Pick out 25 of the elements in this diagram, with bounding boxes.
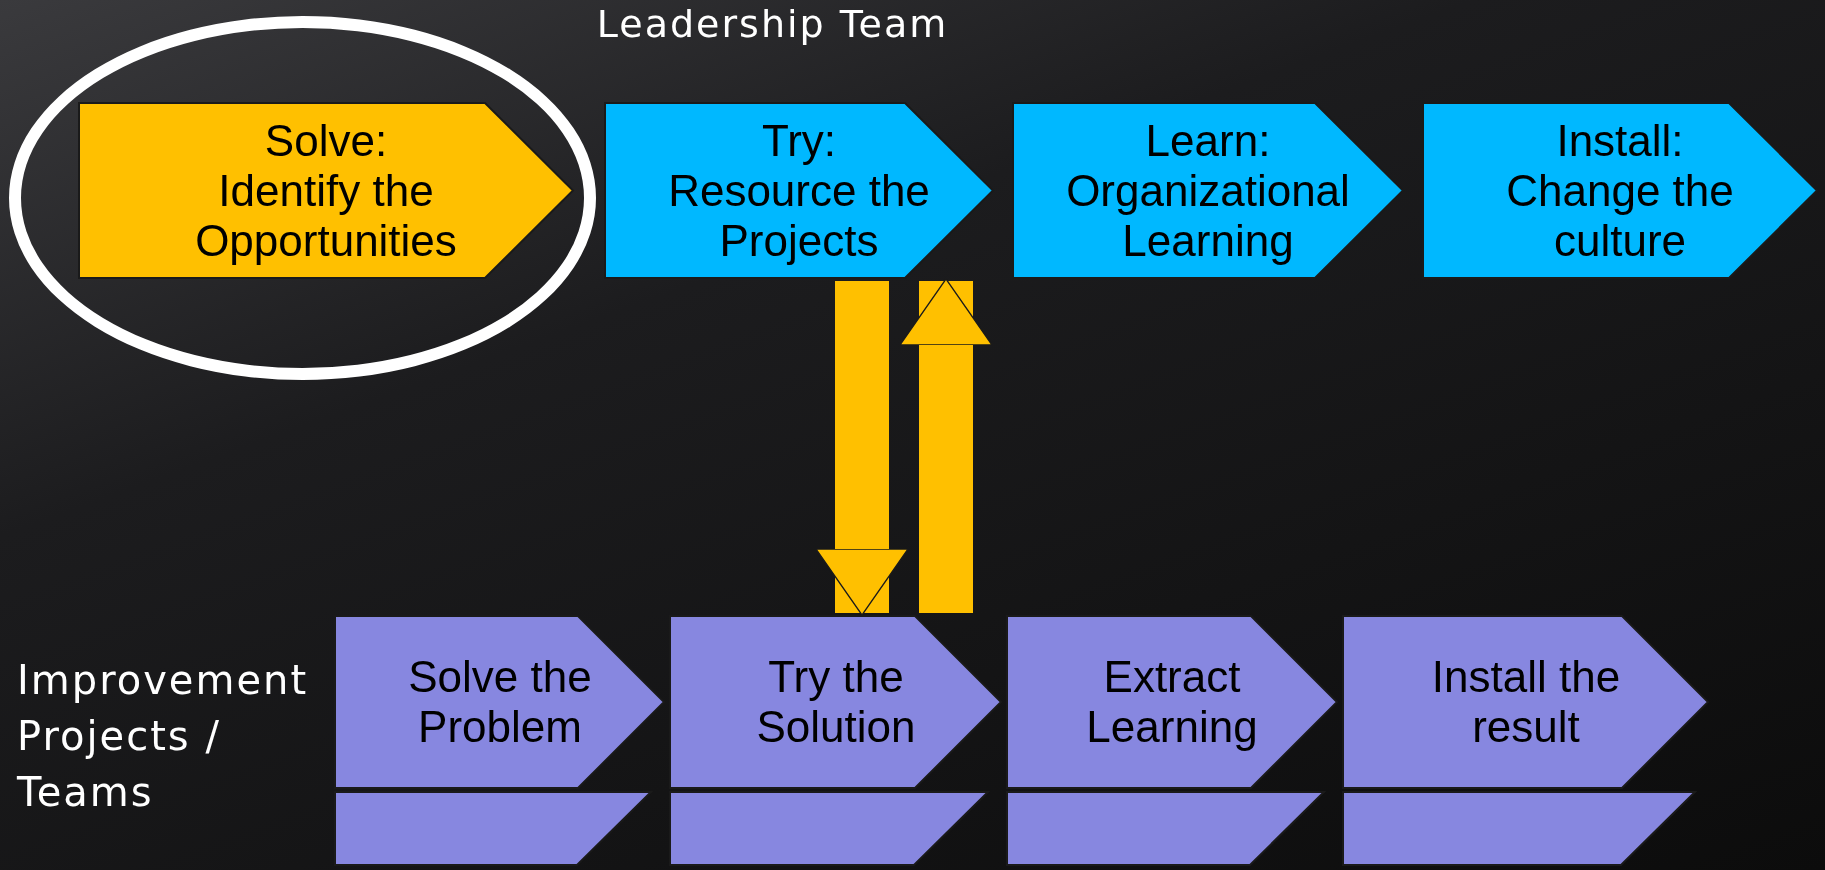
block-arrow bbox=[899, 278, 993, 613]
step-label: Try: bbox=[761, 115, 837, 166]
process-step bbox=[1342, 615, 1709, 789]
step-label: Solve: bbox=[264, 115, 388, 166]
step-label: Install the result bbox=[1430, 652, 1622, 752]
title: Leadership Team bbox=[595, 2, 950, 46]
highlight-ellipse bbox=[9, 16, 596, 380]
process-step bbox=[334, 615, 665, 789]
step-label: Organizational Learning bbox=[1065, 165, 1351, 266]
step-label: Change the culture bbox=[1505, 165, 1735, 266]
step-label: Resource the Projects bbox=[667, 165, 931, 266]
process-step bbox=[78, 102, 574, 279]
process-step bbox=[669, 615, 1002, 789]
step-label: Solve the Problem bbox=[407, 652, 593, 752]
row-label: Improvement Projects / Teams bbox=[17, 656, 310, 817]
process-step bbox=[1012, 102, 1404, 279]
step-label: Learn: bbox=[1145, 115, 1271, 166]
block-arrow bbox=[815, 281, 909, 616]
process-step bbox=[1422, 102, 1818, 279]
step-label: Identify the Opportunities bbox=[194, 165, 458, 266]
process-step bbox=[604, 102, 994, 279]
step-label: Install: bbox=[1556, 115, 1684, 166]
step-label: Extract Learning bbox=[1085, 652, 1259, 752]
step-label: Try the Solution bbox=[755, 652, 917, 752]
process-step bbox=[1006, 615, 1338, 789]
